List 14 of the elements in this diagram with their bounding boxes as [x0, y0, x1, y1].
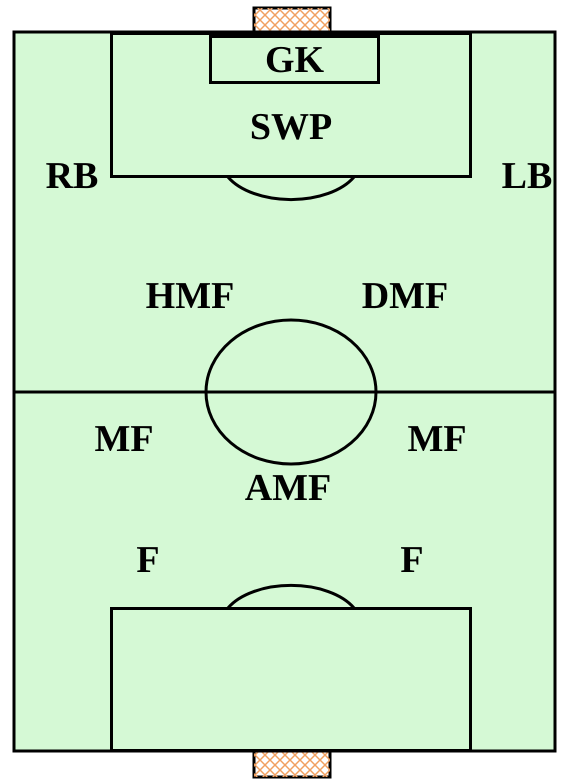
position-label: GK [264, 40, 324, 80]
position-label: F [400, 540, 424, 580]
position-label: SWP [250, 107, 332, 147]
position-label: MF [407, 419, 467, 459]
position-label: LB [502, 156, 552, 196]
position-label: DMF [362, 276, 448, 316]
position-label: AMF [244, 468, 332, 508]
penalty-area-box [110, 607, 472, 752]
position-label: MF [94, 419, 154, 459]
penalty-area-box [110, 32, 472, 178]
position-label: RB [46, 156, 98, 196]
position-label: F [136, 540, 160, 580]
position-label: HMF [146, 276, 234, 316]
goal-area-box [209, 35, 380, 84]
